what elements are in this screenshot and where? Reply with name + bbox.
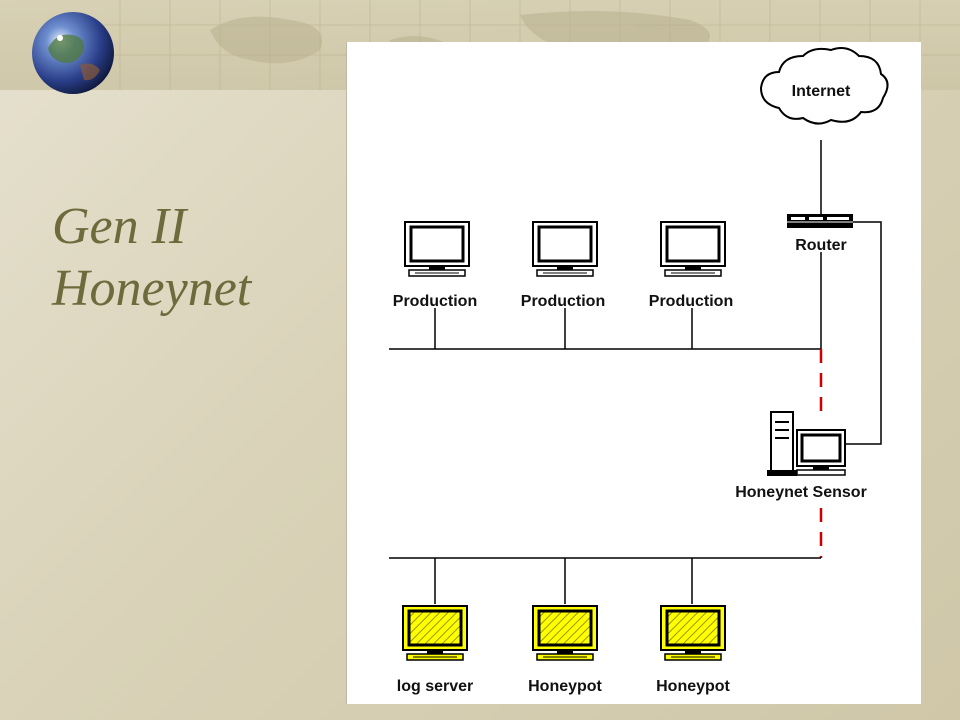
globe-logo-icon: [32, 12, 114, 94]
router-icon: [787, 214, 853, 228]
production-label-3: Production: [648, 293, 734, 310]
production-label-1: Production: [392, 293, 478, 310]
sensor-label: Honeynet Sensor: [735, 484, 867, 501]
log-server-label: log server: [396, 678, 474, 695]
slide-title: Gen II Honeynet: [52, 196, 251, 320]
slide-title-line1: Gen II: [52, 198, 187, 255]
honeypot-label-2: Honeypot: [656, 678, 730, 695]
honeynet-sensor-icon: [767, 411, 846, 476]
log-server-pc-icon: [401, 604, 469, 662]
honeypot-pc-icon-2: [659, 604, 727, 662]
router-label: Router: [795, 237, 847, 254]
production-pc-icon-2: [531, 220, 599, 278]
honeypot-label-1: Honeypot: [528, 678, 602, 695]
honeypot-pc-icon-1: [531, 604, 599, 662]
router-sensor-link: [845, 221, 882, 445]
internet-cloud-icon: [759, 47, 889, 125]
slide-title-line2: Honeynet: [52, 260, 252, 317]
production-pc-icon-3: [659, 220, 727, 278]
diagram-canvas: [389, 47, 889, 662]
production-label-2: Production: [520, 293, 606, 310]
production-pc-icon-1: [403, 220, 471, 278]
internet-label: Internet: [791, 83, 851, 100]
network-diagram: Internet Router Production Production Pr…: [346, 42, 921, 704]
